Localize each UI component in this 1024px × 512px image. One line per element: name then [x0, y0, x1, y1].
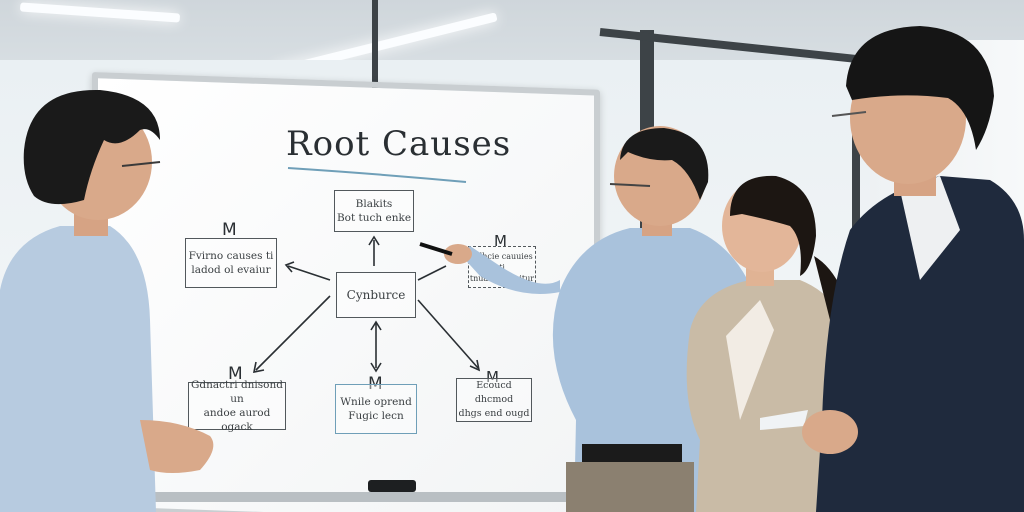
box-text: Ecoucd dhcmod	[474, 380, 514, 405]
box-text: Blakits	[355, 198, 393, 210]
diagram-box-bottom-left: Gdnactri dnisond un andoe aurod ogack	[188, 379, 286, 433]
box-text: Fvirno causes ti	[188, 250, 274, 262]
diagram-box-bottom-center: Wnile oprend Fugic lecn	[335, 384, 417, 434]
m-label: M	[494, 232, 507, 250]
whiteboard-tray	[150, 492, 570, 502]
m-label: M	[228, 364, 243, 384]
diagram-box-bottom-right: Ecoucd dhcmod dhgs end ougd	[456, 378, 532, 422]
box-text: Bot tuch enke	[336, 212, 412, 224]
box-text: Cynburce	[346, 288, 406, 302]
diagram-box-top: Blakits Bot tuch enke	[334, 190, 414, 232]
window-frame	[372, 0, 378, 100]
whiteboard-title: Root Causes	[286, 124, 512, 164]
person-left	[0, 89, 214, 512]
box-text: Gdnactri dnisond un	[191, 379, 283, 405]
box-text: Fugic lecn	[348, 410, 404, 422]
box-text: ladod ol evaiur	[191, 264, 271, 276]
eraser	[368, 480, 416, 492]
box-text: Wnile oprend	[340, 396, 412, 408]
m-label: M	[222, 220, 237, 240]
box-text: Edhcie cauuies ti	[471, 251, 533, 272]
box-text: andoe aurod ogack	[203, 407, 271, 433]
diagram-box-center: Cynburce	[336, 272, 416, 318]
diagram-box-left: Fvirno causes ti ladod ol evaiur	[185, 238, 277, 288]
box-text: dhgs end ougd	[458, 408, 530, 419]
person-right	[802, 26, 1024, 512]
m-label: M	[486, 368, 499, 386]
person-woman	[686, 175, 858, 512]
